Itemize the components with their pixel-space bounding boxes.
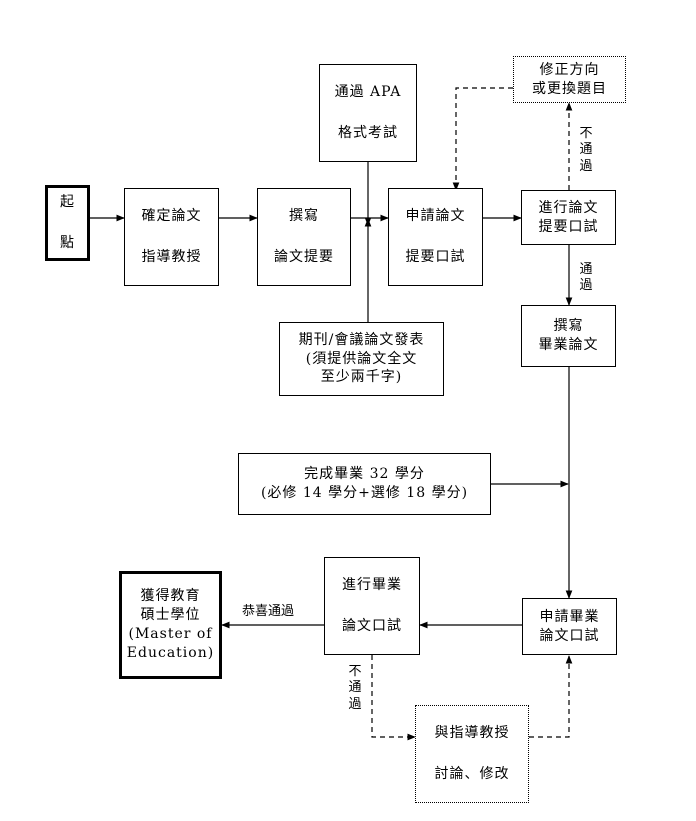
fail-label-final-char-1: 不 <box>348 664 362 679</box>
confirm-advisor-line-1: 確定論文 <box>141 208 202 225</box>
fail-label-proposal-char-2: 通 <box>579 142 593 158</box>
proposal-defense-node: 進行論文 提要口試 <box>521 190 616 245</box>
arrow-defense-to-discuss <box>371 655 416 741</box>
journal-line-3: 至少兩千字) <box>320 369 403 386</box>
apply-proposal-line-1: 申請論文 <box>405 208 466 225</box>
journal-publication-node: 期刊/會議論文發表 (須提供論文全文 至少兩千字) <box>279 322 444 396</box>
arrow-revise-to-apply <box>452 87 513 191</box>
credits-node: 完成畢業 32 學分 (必修 14 學分+選修 18 學分) <box>238 453 491 515</box>
degree-line-3: (Master of <box>128 626 213 642</box>
fail-label-final-char-3: 過 <box>348 696 362 712</box>
proposal-defense-line-2: 提要口試 <box>538 218 599 235</box>
apa-exam-node: 通過 APA 格式考試 <box>319 64 417 162</box>
final-defense-line-2: 論文口試 <box>342 618 402 634</box>
credits-line-2: (必修 14 學分+選修 18 學分) <box>260 485 469 501</box>
proposal-defense-line-1: 進行論文 <box>538 199 599 216</box>
fail-label-final: 不 通 過 <box>347 664 363 713</box>
start-line-2: 點 <box>60 235 75 251</box>
revise-line-1: 修正方向 <box>539 61 600 78</box>
final-defense-line-1: 進行畢業 <box>342 577 402 594</box>
apply-final-line-1: 申請畢業 <box>539 608 600 625</box>
write-proposal-line-1: 撰寫 <box>289 208 319 225</box>
apply-proposal-line-2: 提要口試 <box>405 249 466 265</box>
pass-label-proposal-char-1: 通 <box>579 262 593 277</box>
write-proposal-node: 撰寫 論文提要 <box>257 188 351 286</box>
write-thesis-line-1: 撰寫 <box>553 318 584 335</box>
revise-node: 修正方向 或更換題目 <box>513 56 626 103</box>
confirm-advisor-line-2: 指導教授 <box>141 249 202 265</box>
congrats-label: 恭喜通過 <box>242 604 295 619</box>
write-proposal-line-2: 論文提要 <box>274 249 334 265</box>
fail-label-final-char-2: 通 <box>348 680 362 696</box>
apply-final-node: 申請畢業 論文口試 <box>522 598 617 655</box>
fail-label-proposal-char-1: 不 <box>579 126 593 141</box>
discuss-node: 與指導教授 討論、修改 <box>415 705 529 803</box>
pass-label-proposal-char-2: 過 <box>579 278 593 294</box>
journal-line-1: 期刊/會議論文發表 <box>298 331 425 348</box>
degree-line-4: Education) <box>126 644 215 661</box>
journal-line-2: (須提供論文全文 <box>305 350 418 367</box>
fail-label-proposal: 不 通 過 <box>578 126 594 175</box>
revise-line-2: 或更換題目 <box>532 80 607 97</box>
pass-label-proposal: 通 過 <box>578 262 594 295</box>
apply-final-line-2: 論文口試 <box>539 627 600 644</box>
apa-exam-line-1: 通過 APA <box>334 84 402 101</box>
write-thesis-node: 撰寫 畢業論文 <box>521 305 616 367</box>
degree-line-2: 碩士學位 <box>140 607 201 624</box>
credits-line-1: 完成畢業 32 學分 <box>304 466 425 483</box>
start-node: 起 點 <box>45 185 90 261</box>
apply-proposal-node: 申請論文 提要口試 <box>388 188 483 286</box>
write-thesis-line-2: 畢業論文 <box>538 337 599 353</box>
degree-line-1: 獲得教育 <box>140 588 201 605</box>
confirm-advisor-node: 確定論文 指導教授 <box>124 188 219 286</box>
fail-label-proposal-char-3: 過 <box>579 158 593 174</box>
arrow-discuss-to-apply-final <box>529 655 573 738</box>
degree-node: 獲得教育 碩士學位 (Master of Education) <box>119 571 222 679</box>
discuss-line-2: 討論、修改 <box>434 766 510 782</box>
discuss-line-1: 與指導教授 <box>434 725 510 742</box>
start-line-1: 起 <box>60 194 75 211</box>
final-defense-node: 進行畢業 論文口試 <box>324 557 420 655</box>
apa-exam-line-2: 格式考試 <box>338 125 398 141</box>
